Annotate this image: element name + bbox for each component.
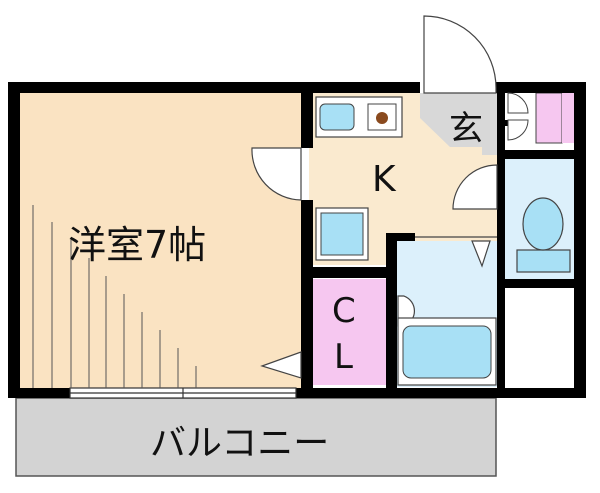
toilet-door — [452, 164, 498, 210]
toilet-bowl-icon — [522, 197, 564, 251]
entrance-label: 玄 — [449, 109, 483, 149]
entrance-side-panel — [562, 93, 574, 143]
closet-label-l: L — [334, 337, 353, 377]
walls — [8, 82, 586, 398]
closet-label: C L — [332, 291, 367, 377]
front-door — [423, 15, 497, 94]
sink-basin — [319, 103, 355, 131]
entrance-floor — [420, 93, 498, 155]
kitchen-label: K — [372, 159, 397, 200]
sliding-window — [69, 387, 297, 399]
stove-burner-icon — [376, 112, 388, 124]
balcony-label: バルコニー — [150, 423, 329, 464]
toilet-tank — [516, 249, 571, 273]
western-room-label: 洋室7帖 — [68, 223, 206, 267]
closet-floor — [313, 279, 386, 385]
shoe-cabinet — [535, 92, 563, 144]
balcony-area — [15, 397, 497, 477]
western-room-door — [251, 147, 302, 201]
closet-label-c: C — [332, 291, 356, 331]
door-swings — [251, 15, 498, 379]
entrance-cabinet-door — [507, 92, 529, 114]
light-hatch — [32, 205, 197, 388]
